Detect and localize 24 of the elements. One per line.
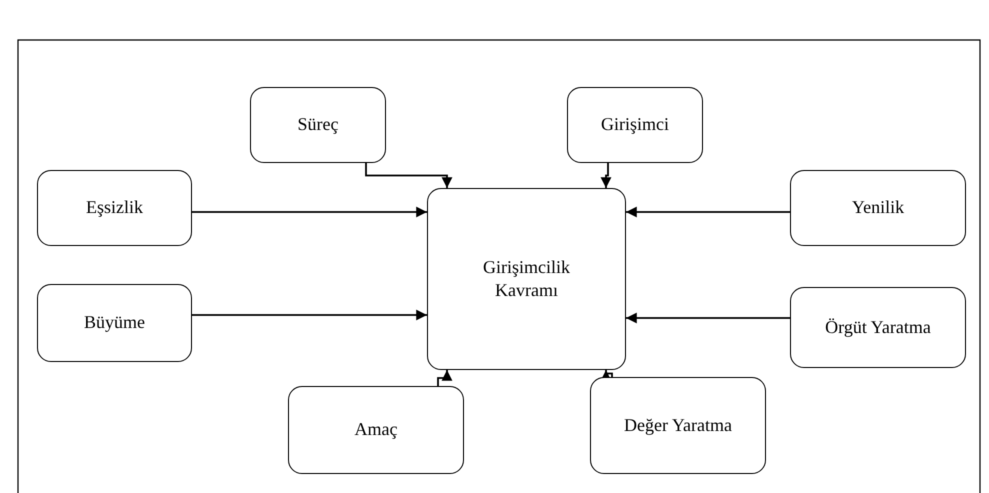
concept-box — [790, 170, 966, 246]
node-label: Amaç — [354, 418, 398, 442]
arrow — [600, 163, 612, 188]
arrow — [437, 370, 452, 386]
node-label: Büyüme — [83, 311, 146, 334]
arrow — [192, 310, 427, 320]
concept-box — [590, 377, 766, 474]
concept-box — [37, 284, 192, 362]
concept-box — [288, 386, 464, 474]
node-label: Değer Yaratma — [623, 414, 733, 437]
node-label: Girişimci — [600, 113, 670, 136]
concept-box — [37, 170, 192, 246]
arrow — [365, 163, 452, 188]
central-concept-box — [427, 188, 626, 370]
node-label: Örgüt Yaratma — [824, 316, 932, 339]
concept-box — [250, 87, 386, 163]
node-label: Süreç — [296, 113, 340, 136]
node-label: Girişimcilik Kavramı — [482, 256, 571, 302]
arrow — [626, 312, 790, 324]
node-label: Eşsizlik — [85, 196, 144, 220]
node-label: Yenilik — [850, 196, 906, 220]
arrow — [192, 206, 427, 218]
concept-box — [790, 287, 966, 368]
concept-box — [567, 87, 703, 163]
